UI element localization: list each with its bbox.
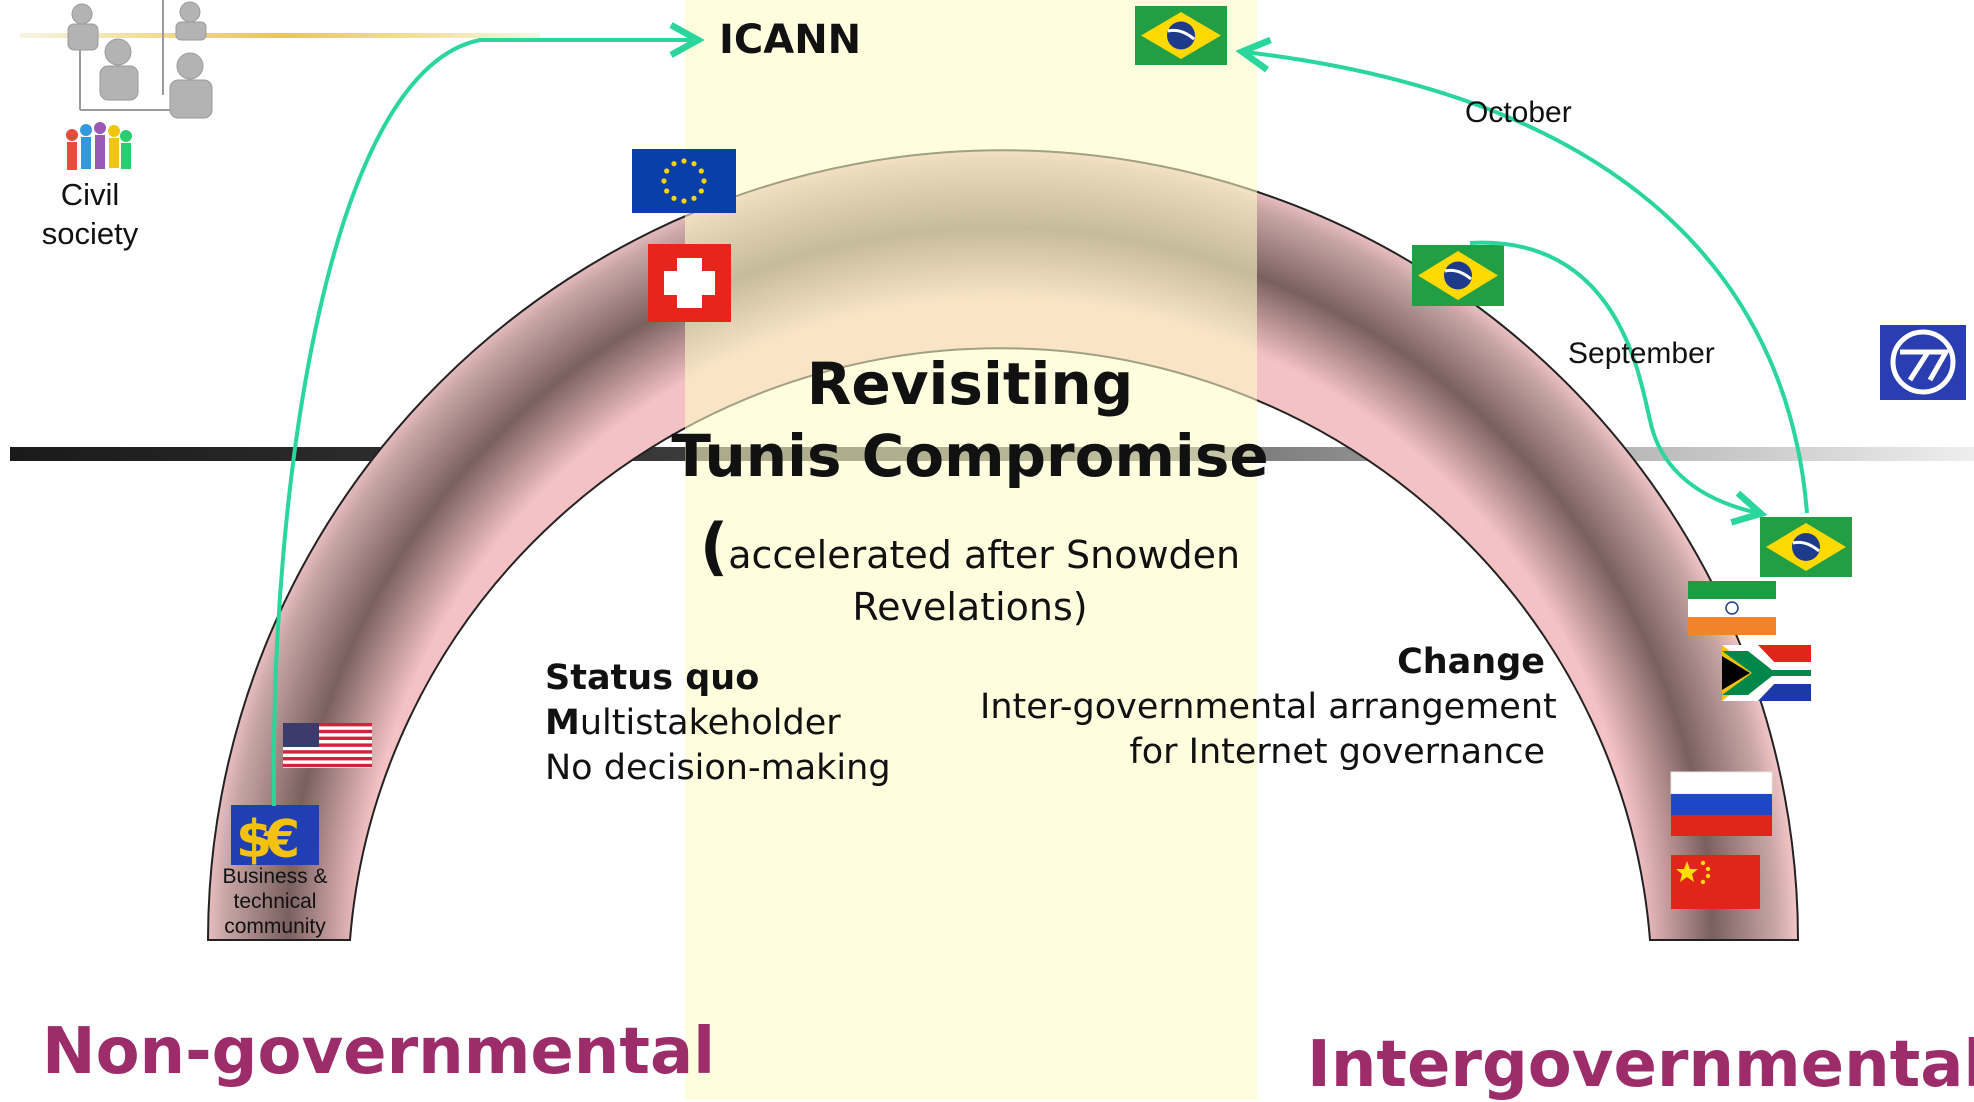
people-network-icon: [67, 0, 213, 119]
russia-flag-icon: [1670, 771, 1773, 836]
october-label: October: [1465, 96, 1572, 129]
change-block: Change Inter-governmental arrangement fo…: [980, 640, 1557, 775]
subtitle-line1: accelerated after Snowden: [728, 533, 1241, 577]
intergovernmental-label: Intergovernmental: [1307, 1028, 1974, 1102]
status-quo-line1-initial: M: [545, 703, 580, 743]
title-line2: Tunis Compromise: [671, 422, 1269, 490]
business-label: Business & technical community: [210, 864, 340, 939]
g77-logo-icon: [1880, 325, 1966, 400]
status-quo-line1-rest: ultistakeholder: [579, 703, 841, 743]
civil-society-label: Civil society: [30, 175, 150, 253]
business-line3: community: [224, 915, 326, 938]
south-africa-flag-icon: [1722, 645, 1811, 701]
india-flag-icon: [1688, 581, 1776, 635]
status-quo-line2: No decision-making: [545, 748, 891, 788]
center-band: [685, 0, 1257, 1100]
business-line2: technical: [233, 890, 317, 913]
title-line1: Revisiting: [806, 350, 1134, 418]
eu-flag-icon: [632, 149, 736, 213]
svg-text:€: €: [263, 810, 300, 870]
top-line: [20, 33, 540, 38]
brazil-flag-icon: [1412, 245, 1504, 306]
icann-label: ICANN: [719, 17, 862, 63]
non-governmental-label: Non-governmental: [42, 1015, 716, 1089]
september-label: September: [1568, 337, 1715, 370]
subtitle-line2: Revelations): [852, 585, 1088, 629]
civil-society-line1: Civil: [60, 177, 120, 212]
subtitle-paren: (: [699, 510, 729, 583]
swiss-flag-icon: [648, 244, 731, 322]
crowd-icon: [66, 122, 132, 170]
slide-subtitle: (accelerated after Snowden Revelations): [570, 510, 1370, 629]
china-flag-icon: [1671, 855, 1760, 909]
slide-title: Revisiting Tunis Compromise: [570, 350, 1370, 490]
change-heading: Change: [1397, 642, 1545, 682]
status-quo-heading: Status quo: [545, 658, 760, 698]
arrow-business-to-icann: [271, 40, 695, 807]
status-quo-block: Status quo Multistakeholder No decision-…: [545, 656, 891, 791]
brazil-flag-icon: [1760, 517, 1852, 577]
arrow-october: [1245, 52, 1809, 514]
civil-society-line2: society: [41, 216, 139, 251]
money-icon: $ €: [231, 805, 319, 870]
svg-text:$: $: [236, 810, 272, 870]
change-line1: Inter-governmental arrangement: [980, 687, 1557, 727]
business-line1: Business &: [222, 865, 328, 888]
usa-flag-icon: [283, 723, 372, 768]
arrow-september: [1469, 240, 1758, 513]
brazil-flag-icon: [1135, 6, 1227, 65]
change-line2: for Internet governance: [1129, 732, 1545, 772]
